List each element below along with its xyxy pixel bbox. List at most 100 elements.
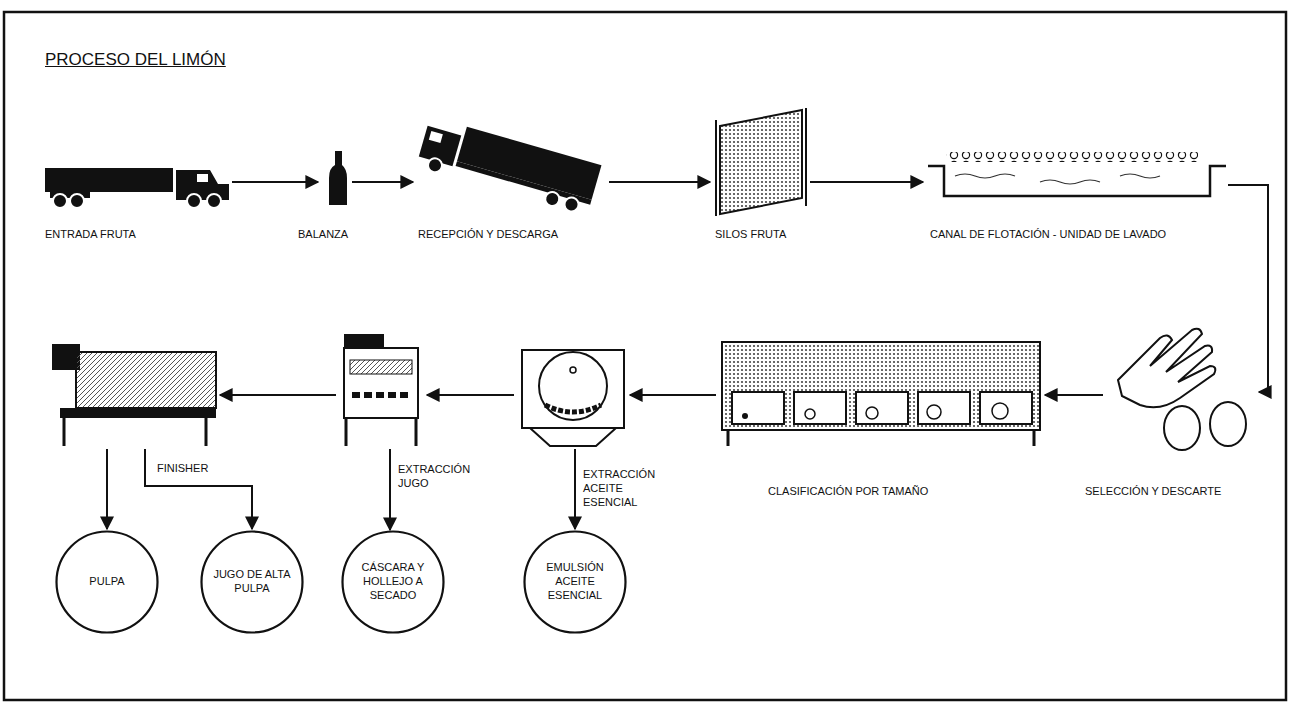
size-grader-icon	[856, 392, 908, 424]
process-stage: SELECCIÓN Y DESCARTE	[1105, 330, 1257, 455]
flow-arrow	[1228, 185, 1268, 392]
oil-extractor-icon	[570, 367, 576, 373]
juice-extractor-icon	[344, 334, 418, 446]
output-label: JUGO DE ALTA PULPA	[213, 568, 291, 596]
process-stage: RECEPCIÓN Y DESCARGA	[415, 118, 607, 216]
truck-icon	[207, 194, 221, 208]
tipping-truck-icon	[416, 116, 602, 216]
size-grader-icon	[980, 392, 1032, 424]
stage-label: FINISHER	[157, 462, 208, 476]
output-label: EMULSIÓN ACEITE ESENCIAL	[536, 561, 614, 602]
output-circle: EMULSIÓN ACEITE ESENCIAL	[523, 530, 627, 634]
stage-label: CLASIFICACIÓN POR TAMAÑO	[768, 485, 928, 499]
size-grader-icon	[992, 403, 1008, 419]
flow-arrow	[574, 449, 576, 529]
output-label: CÁSCARA Y HOLLEJO A SECADO	[354, 561, 432, 602]
output-circle-outline	[202, 532, 303, 633]
finisher-icon	[60, 408, 216, 418]
size-grader-icon	[794, 392, 846, 424]
size-grader-icon	[732, 392, 784, 424]
stage-label: EXTRACCIÓN ACEITE ESENCIAL	[583, 468, 659, 509]
oil-extractor-icon	[522, 350, 624, 428]
frame	[4, 12, 1286, 700]
flotation-canal-icon	[946, 152, 1198, 162]
size-grader-icon	[918, 392, 970, 424]
flow-arrow	[106, 449, 108, 529]
truck-icon	[176, 170, 229, 200]
juice-extractor-icon	[346, 418, 416, 446]
flow-arrow	[389, 449, 391, 530]
juice-extractor-icon	[344, 334, 384, 348]
process-stage: BALANZA	[320, 148, 350, 208]
juice-extractor-icon	[350, 360, 412, 374]
tipping-truck-icon	[544, 190, 561, 207]
process-stage: EXTRACCIÓN ACEITE ESENCIAL	[516, 348, 628, 447]
stage-label: CANAL DE FLOTACIÓN - UNIDAD DE LAVADO	[930, 228, 1166, 242]
process-stage: FINISHER	[50, 340, 218, 447]
truck-icon	[70, 194, 84, 208]
output-circle: JUGO DE ALTA PULPA	[200, 530, 304, 634]
oil-extractor-icon	[530, 428, 616, 446]
output-label: PULPA	[89, 575, 124, 589]
hand-icon	[1210, 402, 1246, 446]
flow-arrow	[609, 181, 710, 183]
finisher-icon	[76, 352, 216, 408]
process-stage: CLASIFICACIÓN POR TAMAÑO	[718, 338, 1043, 448]
output-circle-outline	[343, 532, 444, 633]
process-stage: ENTRADA FRUTA	[45, 160, 230, 210]
juice-extractor-icon	[344, 348, 418, 418]
stage-label: SILOS FRUTA	[715, 228, 786, 242]
flow-arrow	[810, 181, 923, 183]
size-grader-icon	[728, 430, 1034, 446]
hand-icon	[1118, 329, 1246, 450]
flow-arrow	[630, 394, 716, 396]
tipping-truck-icon	[563, 196, 580, 213]
oil-extractor-icon	[545, 405, 601, 412]
size-grader-icon	[866, 407, 878, 419]
finisher-icon	[64, 418, 206, 446]
process-stage: EXTRACCIÓN JUGO	[338, 333, 425, 447]
output-circle: CÁSCARA Y HOLLEJO A SECADO	[341, 530, 445, 634]
size-grader-icon	[742, 413, 748, 419]
flotation-canal-icon	[955, 174, 1160, 184]
flow-arrow	[427, 394, 514, 396]
stage-label: RECEPCIÓN Y DESCARGA	[418, 228, 558, 242]
stage-label: SELECCIÓN Y DESCARTE	[1085, 485, 1221, 499]
size-grader-icon	[722, 342, 1040, 430]
truck-icon	[45, 168, 173, 192]
flotation-canal-icon	[928, 166, 1226, 196]
truck-icon	[53, 194, 67, 208]
stage-label: BALANZA	[298, 228, 348, 242]
size-grader-icon	[722, 342, 1040, 446]
flow-arrow	[232, 181, 318, 183]
silo-icon	[716, 108, 806, 216]
juice-extractor-icon	[352, 392, 408, 398]
truck-icon	[45, 168, 229, 208]
silo-icon	[720, 110, 802, 214]
scale-icon	[329, 151, 347, 205]
scale-icon	[329, 151, 347, 205]
silo-icon	[716, 108, 806, 216]
stage-label: ENTRADA FRUTA	[45, 228, 136, 242]
process-stage: CANAL DE FLOTACIÓN - UNIDAD DE LAVADO	[925, 148, 1227, 198]
oil-extractor-icon	[539, 352, 607, 420]
hand-icon	[1118, 329, 1215, 408]
hand-icon	[1164, 406, 1200, 450]
oil-extractor-icon	[522, 350, 624, 446]
truck-icon	[187, 194, 201, 208]
stage-label: EXTRACCIÓN JUGO	[398, 463, 474, 491]
output-circle-outline	[57, 532, 158, 633]
flow-arrow	[1045, 394, 1103, 396]
flow-arrow	[352, 181, 413, 183]
size-grader-icon	[805, 409, 815, 419]
finisher-icon	[52, 344, 216, 446]
process-stage: SILOS FRUTA	[712, 108, 808, 218]
tipping-truck-icon	[426, 157, 443, 174]
output-circle-outline	[525, 532, 626, 633]
flow-arrow	[220, 394, 336, 396]
flotation-canal-icon	[928, 152, 1226, 196]
size-grader-icon	[927, 405, 941, 419]
diagram-title: PROCESO DEL LIMÓN	[45, 50, 226, 70]
output-circle: PULPA	[55, 530, 159, 634]
